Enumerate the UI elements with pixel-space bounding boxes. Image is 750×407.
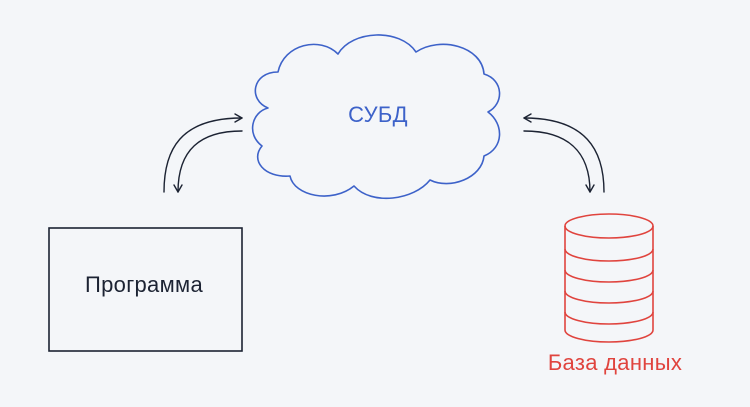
arrow-dbms-to-program (173, 130, 243, 193)
database-cylinder-icon (564, 213, 654, 343)
database-node: База данных (548, 213, 682, 375)
program-label: Программа (85, 272, 203, 297)
dbms-node: СУБД (251, 34, 501, 200)
dbms-label: СУБД (348, 102, 408, 127)
program-box (48, 227, 243, 352)
arrow-program-to-dbms (163, 113, 243, 193)
cloud-shape (251, 34, 501, 200)
edge-dbms-database (523, 113, 605, 193)
edge-program-dbms (163, 113, 243, 193)
database-label: База данных (548, 350, 682, 375)
arrow-dbms-to-database (523, 130, 595, 193)
arrow-database-to-dbms (523, 113, 605, 193)
program-node: Программа (48, 227, 243, 352)
